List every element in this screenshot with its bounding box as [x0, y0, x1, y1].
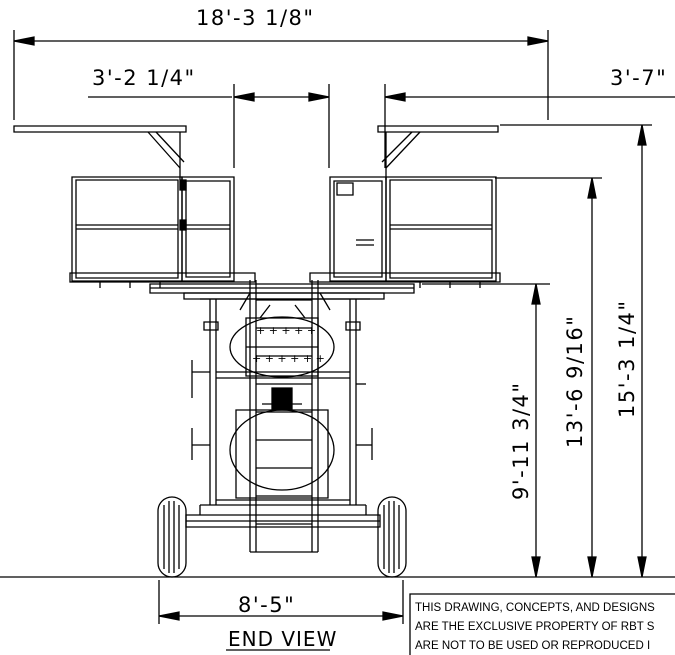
left-wheel — [158, 497, 186, 577]
lower-tank — [230, 388, 334, 498]
left-platform — [14, 126, 255, 288]
right-offset-label: 3'-7" — [610, 66, 667, 90]
overall-width-dimension — [14, 30, 548, 120]
left-offset-label: 3'-2 1/4" — [92, 66, 196, 90]
height-3-label: 15'-3 1/4" — [615, 299, 639, 418]
right-wheel — [378, 497, 406, 577]
ladder — [250, 280, 318, 552]
overall-width-label: 18'-3 1/8" — [196, 6, 315, 30]
upper-tank: + + + + + + + + + + + — [230, 305, 334, 377]
notice-box — [410, 594, 675, 655]
base-width-dimension — [159, 580, 403, 624]
notice-line-2: ARE THE EXCLUSIVE PROPERTY OF RBT S — [415, 621, 655, 633]
notice-line-1: THIS DRAWING, CONCEPTS, AND DESIGNS — [415, 602, 655, 614]
cross-beam — [150, 284, 414, 310]
right-platform — [310, 126, 500, 288]
left-offset-dimension — [88, 84, 329, 168]
height-1-label: 9'-11 3/4" — [509, 381, 533, 500]
svg-text:+ + + + +: + + + + + — [256, 324, 316, 337]
base-width-label: 8'-5" — [238, 593, 295, 617]
notice-line-3: ARE NOT TO BE USED OR REPRODUCED I — [415, 640, 650, 652]
view-title: END VIEW — [228, 627, 337, 651]
mast-frame — [192, 299, 372, 505]
height-2-label: 13'-6 9/16" — [563, 315, 587, 448]
height-dimensions — [422, 125, 652, 577]
svg-text:+ + + + + +: + + + + + + — [252, 352, 325, 365]
